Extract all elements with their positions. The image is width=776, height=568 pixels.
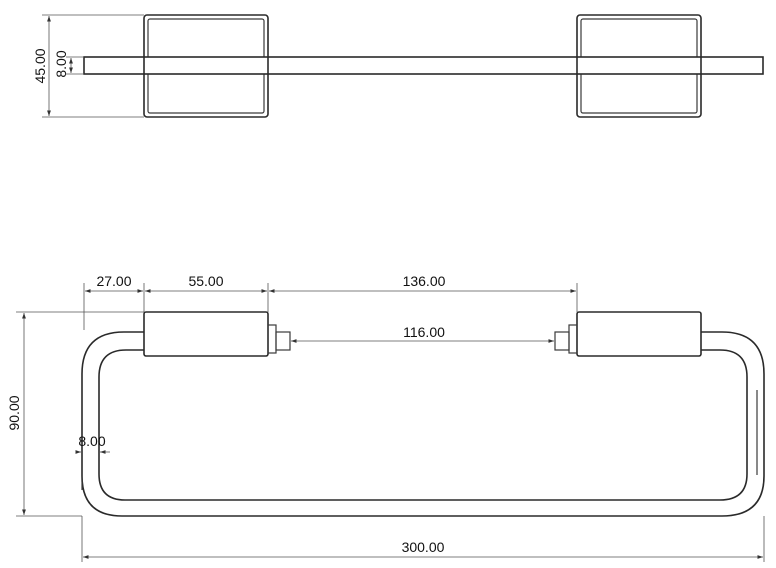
- dim-label-55: 55.00: [188, 273, 223, 289]
- front-right-mount-block: [554, 311, 702, 357]
- top-bar: [83, 56, 764, 75]
- dim-label-27: 27.00: [96, 273, 131, 289]
- dim-inner-span: 116.00: [291, 324, 554, 343]
- dim-label-8-top: 8.00: [53, 50, 69, 77]
- top-view: 45.00 8.00: [32, 14, 764, 118]
- dim-rod-diameter: 8.00: [75, 433, 110, 454]
- dim-top-bar-thickness: 8.00: [53, 50, 84, 78]
- dim-overall-width: 300.00: [81, 516, 765, 562]
- dim-label-116: 116.00: [403, 324, 445, 340]
- dim-row-top: 27.00 55.00 136.00: [83, 273, 578, 330]
- dim-top-height: 45.00: [32, 14, 144, 118]
- dim-label-300: 300.00: [402, 539, 445, 555]
- front-left-mount-block: [143, 311, 291, 357]
- rod-inner-outline: [98, 349, 748, 501]
- dim-label-136: 136.00: [403, 273, 446, 289]
- front-view: 27.00 55.00 136.00 116.00 90.00 8.00: [6, 273, 765, 562]
- dim-label-45: 45.00: [32, 48, 48, 83]
- dim-front-height: 90.00: [6, 311, 144, 517]
- rod-outer-outline: [81, 331, 765, 517]
- dim-label-90: 90.00: [6, 395, 22, 430]
- dim-label-8-front: 8.00: [78, 433, 105, 449]
